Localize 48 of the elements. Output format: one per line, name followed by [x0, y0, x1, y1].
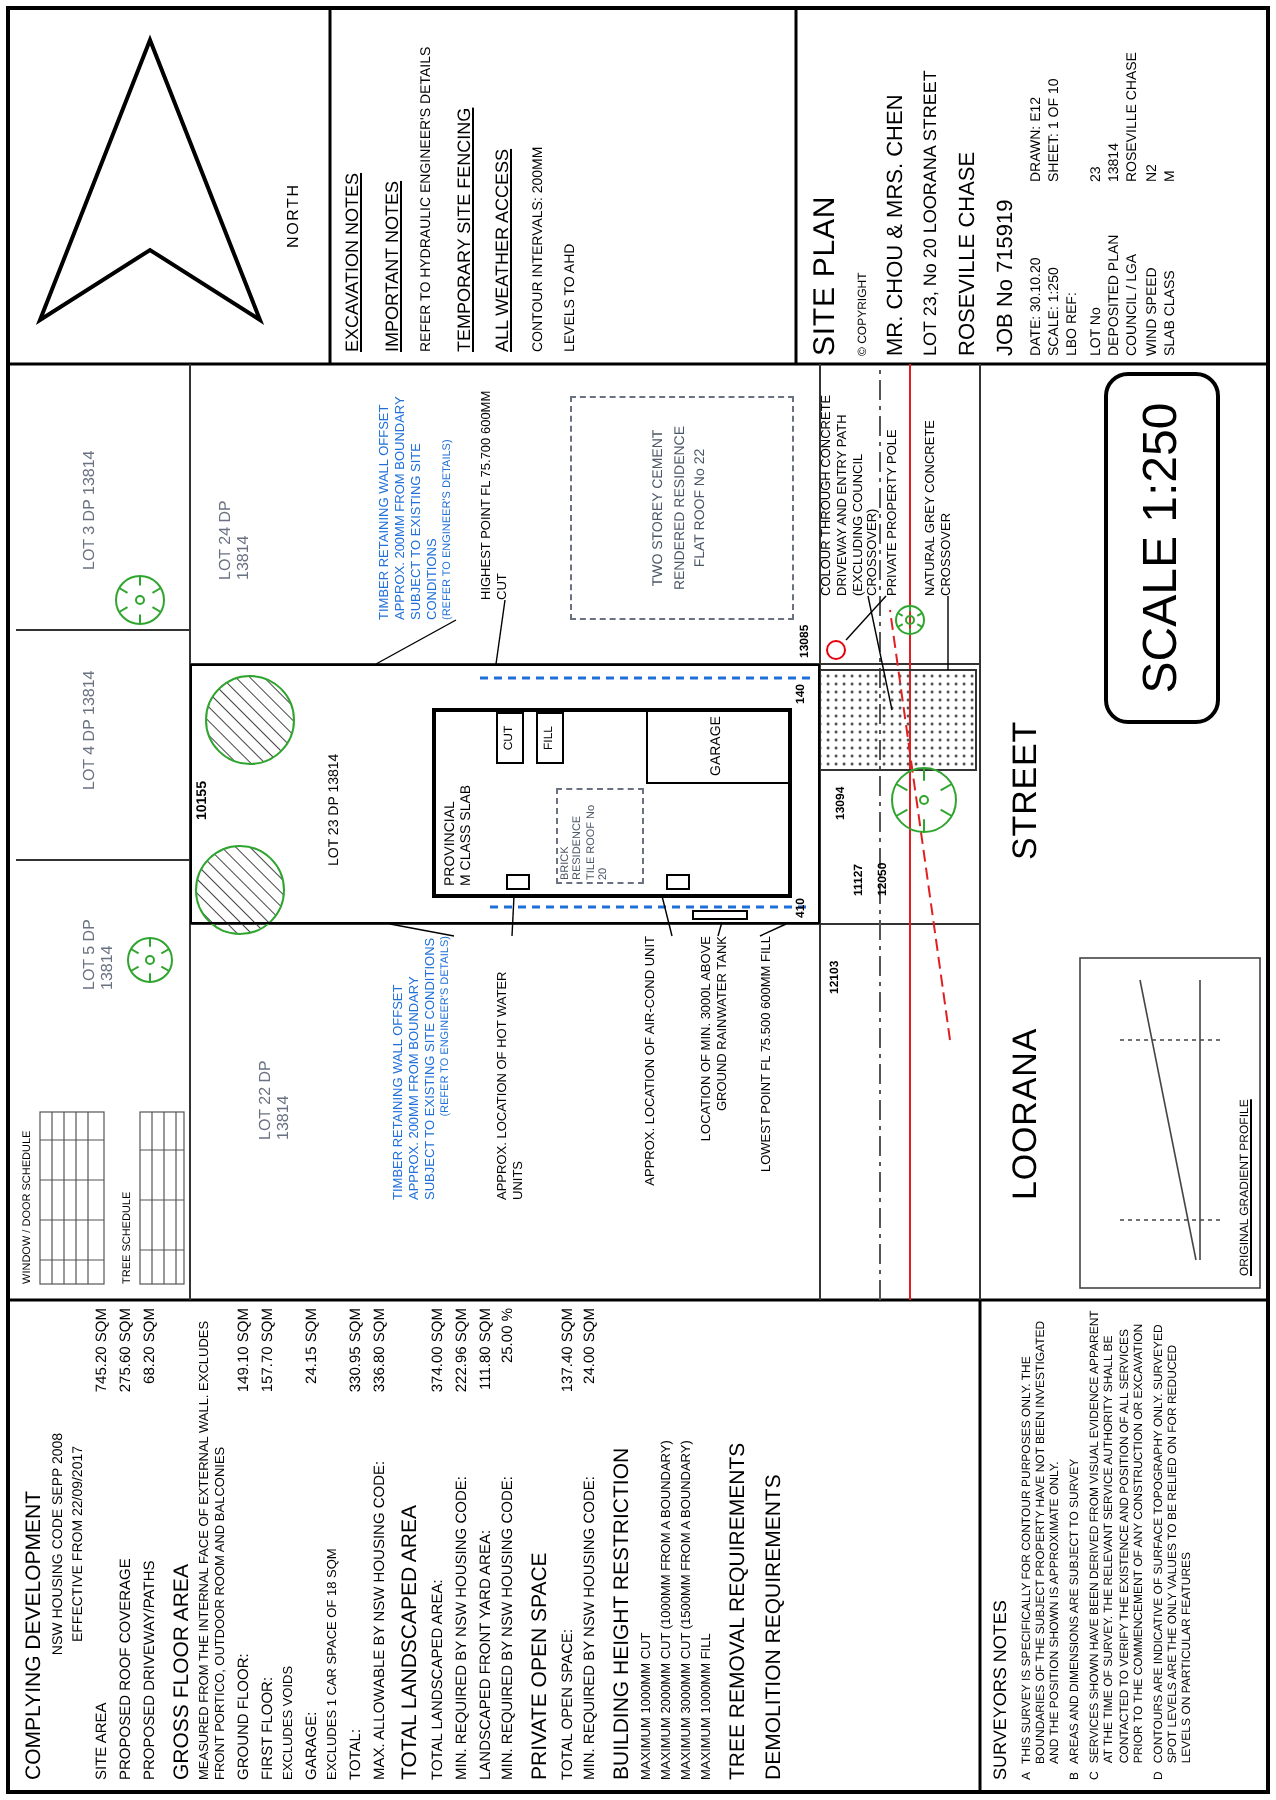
- lot-label: LOT 4 DP 13814: [80, 670, 99, 790]
- section-heading: COMPLYING DEVELOPMENT: [22, 1491, 48, 1780]
- street-name: STREET: [1006, 720, 1046, 860]
- note-heading: IMPORTANT NOTES: [379, 178, 403, 352]
- leader-line: [389, 923, 455, 937]
- address-text: ROSEVILLE CHASE: [953, 149, 981, 356]
- section-heading: TOTAL LANDSCAPED AREA: [398, 1504, 425, 1780]
- leader-line: [511, 895, 515, 937]
- fill-box: [536, 712, 564, 764]
- leader-line: [717, 921, 723, 937]
- garage-outline: [646, 708, 790, 784]
- note-heading: TEMPORARY SITE FENCING: [451, 105, 475, 352]
- section-heading: PRIVATE OPEN SPACE: [528, 1552, 554, 1780]
- cut-box: [496, 712, 524, 764]
- client-name: MR. CHOU & MRS. CHEN: [881, 92, 909, 356]
- street-name: LOORANA: [1006, 1027, 1046, 1200]
- house-outline: [432, 708, 792, 898]
- note-heading: ALL WEATHER ACCESS: [490, 146, 514, 352]
- section-heading: GROSS FLOOR AREA: [169, 1564, 195, 1780]
- title-text: SITE PLAN: [806, 193, 844, 356]
- air-conditioner-unit: [666, 874, 690, 890]
- section-heading: DEMOLITION REQUIREMENTS: [761, 1474, 787, 1780]
- lot-boundary: [190, 664, 820, 924]
- box-label: SCALE 1:250: [1132, 402, 1190, 694]
- neighbour-residence-outline: [570, 396, 794, 620]
- north-label: NORTH: [284, 183, 303, 248]
- power-pole-symbol: [826, 640, 846, 660]
- leader-line: [375, 619, 457, 665]
- section-heading: SURVEYORS NOTES: [988, 1600, 1012, 1780]
- lot-label: LOT 22 DP 13814: [256, 1058, 293, 1140]
- lot-label: LOT 3 DP 13814: [80, 450, 99, 570]
- leader-line: [661, 895, 673, 937]
- existing-residence-outline: [556, 788, 644, 884]
- section-heading: BUILDING HEIGHT RESTRICTION: [610, 1447, 636, 1780]
- leader-line: [947, 595, 949, 671]
- note-heading: EXCAVATION NOTES: [340, 170, 364, 352]
- leader-line: [759, 923, 787, 937]
- lot-label: LOT 24 DP 13814: [216, 498, 253, 580]
- hot-water-unit: [506, 874, 530, 890]
- leader-line: [495, 599, 506, 665]
- leader-line: [867, 595, 893, 711]
- leader-line: [845, 595, 887, 641]
- job-number: JOB No 715919: [992, 197, 1020, 356]
- address-text: LOT 23, No 20 LOORANA STREET: [918, 68, 942, 356]
- lot-label: LOT 5 DP 13814: [80, 917, 117, 990]
- section-heading: TREE REMOVAL REQUIREMENTS: [726, 1442, 752, 1780]
- rainwater-tank: [692, 910, 748, 920]
- scale-box: [1104, 372, 1220, 724]
